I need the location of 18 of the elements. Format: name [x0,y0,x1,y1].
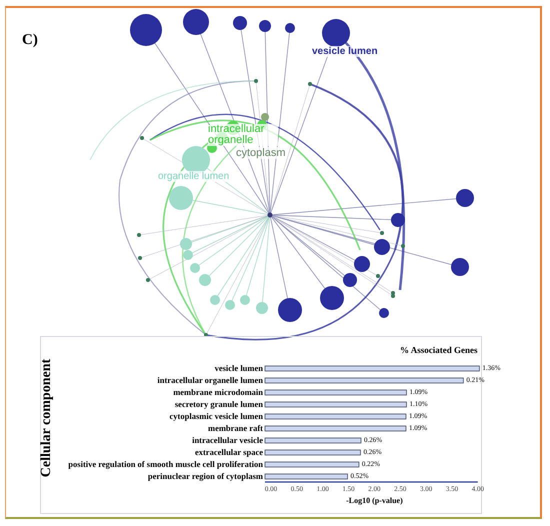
axis-title: Cellular component [39,358,55,480]
category-label: extracellular space [194,447,263,458]
category-label: secretory granule lumen [174,399,263,410]
panel-letter: C) [22,32,38,49]
node-label: vesicle lumen [312,46,378,57]
axis-title: -Log10 (p-value) [345,496,404,505]
category-label: intracellular organelle lumen [157,375,263,386]
node-label: cytoplasm [236,147,286,159]
node-label: intracellular organelle [208,124,278,146]
category-label: positive regulation of smooth muscle cell proliferation [68,459,263,470]
category-label: membrane raft [208,423,263,434]
column-header: % Associated Genes [400,345,478,355]
category-label: perinuclear region of cytoplasm [148,471,263,482]
category-label: vesicle lumen [214,363,263,374]
category-label: intracellular vesicle [192,435,263,446]
category-label: cytoplasmic vesicle lumen [170,411,263,422]
category-label: membrane microdomain [173,387,263,398]
node-label: organelle lumen [158,171,230,182]
